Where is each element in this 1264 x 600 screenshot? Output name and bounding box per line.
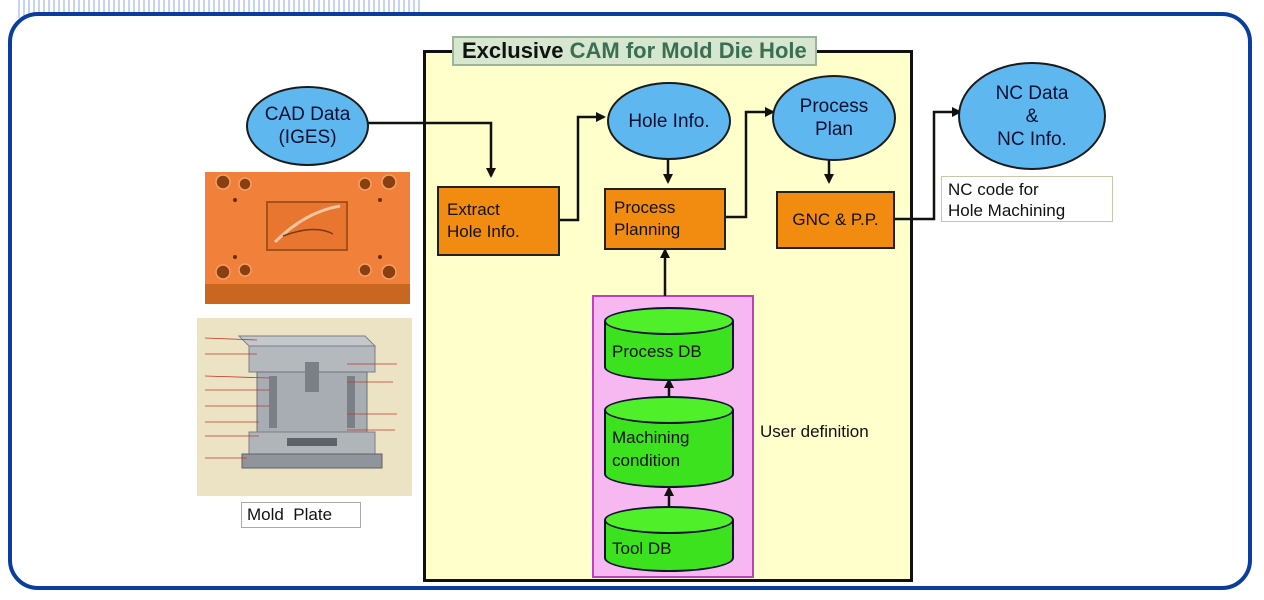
- tool-db-label: Tool DB: [612, 539, 672, 558]
- process-plan-node: Process Plan: [772, 75, 896, 161]
- mold-plate-image: [205, 172, 410, 304]
- arrow-planning-to-plan: [726, 107, 775, 219]
- mold-plate-label: Mold Plate: [241, 502, 361, 528]
- arrow-extract-to-holeinfo: [560, 112, 606, 222]
- machining-condition-cylinder: Machining condition: [604, 396, 734, 488]
- mold-assembly-image: [197, 318, 412, 496]
- cam-title: Exclusive CAM for Mold Die Hole: [452, 36, 817, 66]
- process-db-label: Process DB: [612, 342, 702, 361]
- cam-title-rest: CAM for Mold Die Hole: [563, 38, 807, 63]
- machining-condition-label: Machining condition: [612, 428, 690, 470]
- cad-data-node: CAD Data (IGES): [246, 86, 369, 166]
- gnc-pp-box: GNC & P.P.: [776, 191, 895, 249]
- process-planning-box: Process Planning: [604, 188, 726, 250]
- user-definition-label: User definition: [760, 422, 869, 441]
- nc-data-node: NC Data & NC Info.: [958, 62, 1106, 170]
- hole-info-node: Hole Info.: [607, 82, 731, 160]
- arrow-cad-to-extract: [368, 121, 496, 178]
- extract-hole-info-box: Extract Hole Info.: [437, 186, 560, 256]
- process-db-cylinder: Process DB: [604, 307, 734, 381]
- tool-db-cylinder: Tool DB: [604, 506, 734, 572]
- nc-code-note: NC code for Hole Machining: [941, 176, 1113, 222]
- arrow-gnc-to-ncdata: [895, 107, 962, 221]
- cam-title-bold: Exclusive: [462, 38, 564, 63]
